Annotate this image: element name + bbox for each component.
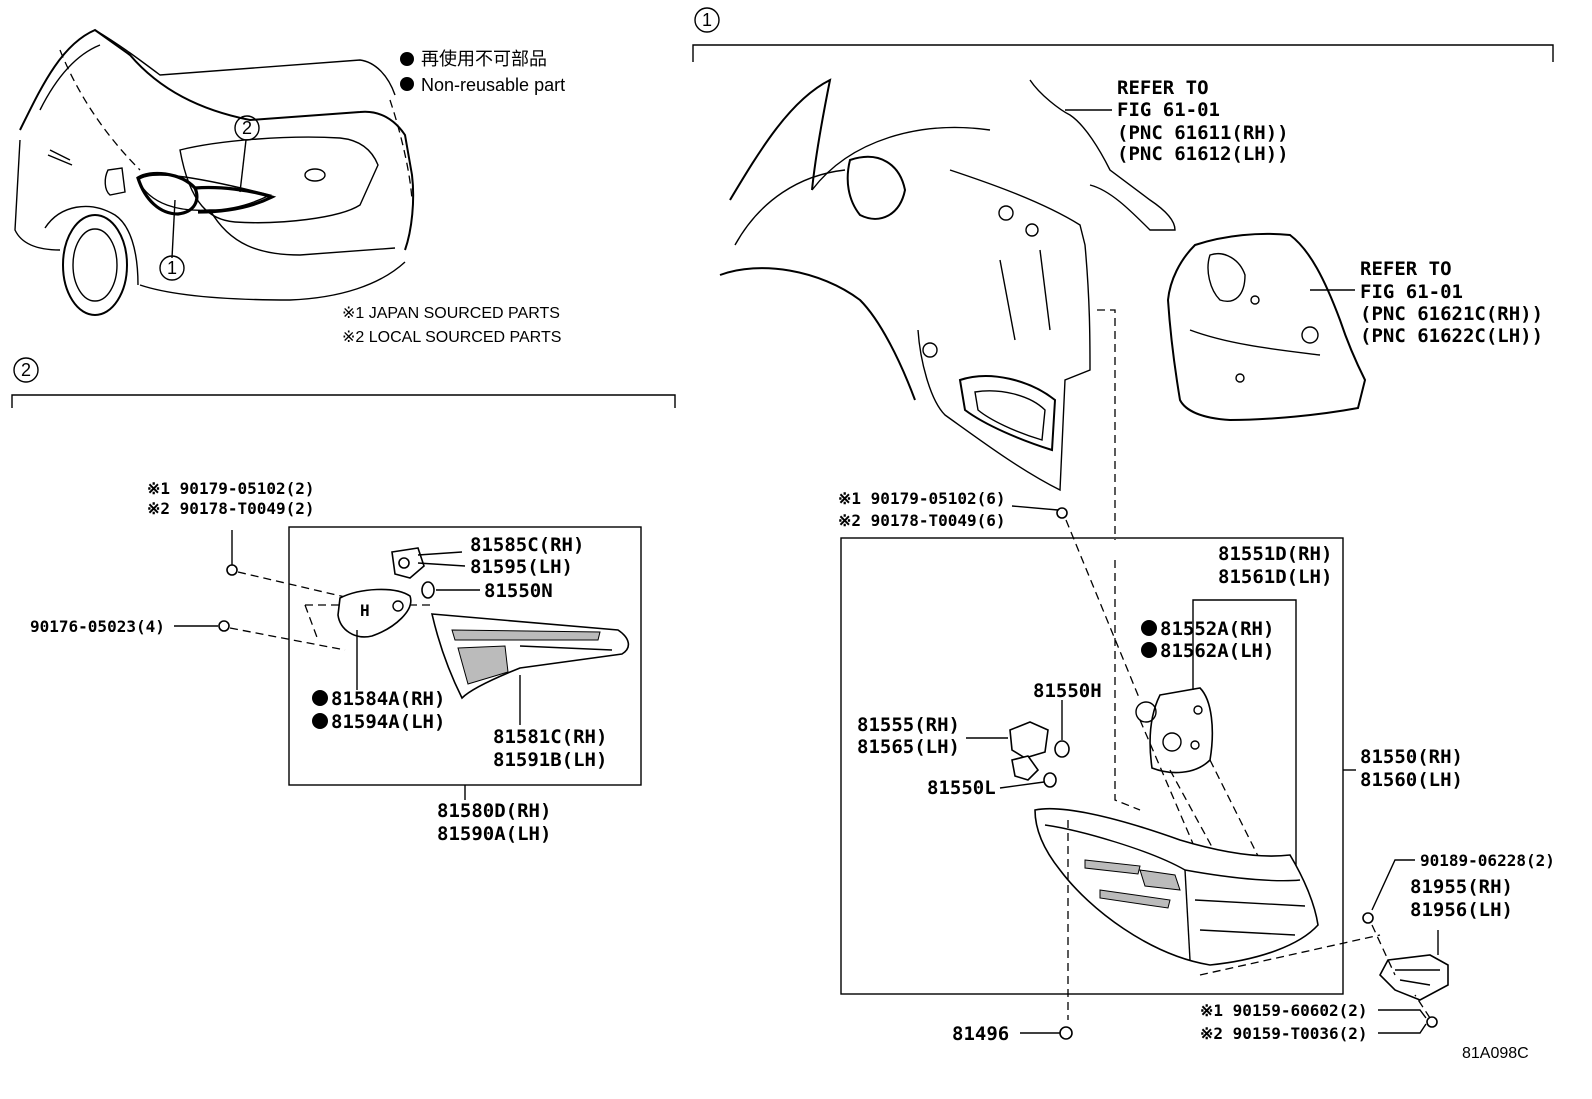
label-bulb: 81550N [484,580,553,602]
label-right-assy-lh: 81560(LH) [1360,769,1463,791]
legend: 再使用不可部品 Non-reusable part ※1 JAPAN SOURC… [342,49,565,346]
left-socket [391,547,466,579]
label-right-gasket-lh: 81562A(LH) [1160,640,1274,662]
label-bolt-local: ※2 90178-T0049(2) [147,499,315,518]
label-gasket-lh: 81594A(LH) [331,711,445,733]
legend-local-sourced: ※2 LOCAL SOURCED PARTS [342,329,561,346]
svg-text:(PNC 61621C(RH)): (PNC 61621C(RH)) [1360,303,1543,325]
right-lens [1034,807,1319,966]
legend-japan-sourced: ※1 JAPAN SOURCED PARTS [342,305,560,322]
right-socket [966,721,1049,781]
outer-lamp-assembly-box [840,537,1344,995]
left-bolt [226,530,346,598]
label-right-lens-rh: 81551D(RH) [1218,543,1332,565]
svg-text:FIG 61-01: FIG 61-01 [1360,281,1463,303]
label-right-socket-rh: 81555(RH) [857,714,960,736]
legend-non-reusable-jp: 再使用不可部品 [421,49,547,69]
section-2-header: 2 [11,357,676,408]
bullet-icon [400,77,414,91]
svg-text:FIG 61-01: FIG 61-01 [1117,99,1220,121]
label-lens-lh: 81591B(LH) [493,749,607,771]
label-right-clip: 81496 [952,1023,1009,1045]
section-1-header: 1 [692,7,1554,62]
right-bulb-h [1054,700,1070,758]
label-nut: 90176-05023(4) [30,617,165,636]
label-right-screw: 90189-06228(2) [1420,851,1555,870]
label-socket-rh: 81585C(RH) [470,534,584,556]
label-right-gasket-rh: 81552A(RH) [1160,618,1274,640]
svg-text:1: 1 [702,10,712,30]
bullet-icon [312,713,328,729]
bullet-icon [1141,620,1157,636]
refer-upper: REFER TO FIG 61-01 (PNC 61611(RH)) (PNC … [1065,77,1289,165]
right-gasket [1135,655,1214,774]
left-gasket: H [304,588,430,690]
label-socket-lh: 81595(LH) [470,556,573,578]
svg-text:(PNC 61622C(LH)): (PNC 61622C(LH)) [1360,325,1543,347]
car-overview [14,28,415,316]
inner-panel-cover [1166,232,1367,422]
label-bolt-japan: ※1 90179-05102(2) [147,479,315,498]
label-right-assy-rh: 81550(RH) [1360,746,1463,768]
label-assy-lh: 81590A(LH) [437,823,551,845]
label-right-bracket-rh: 81955(RH) [1410,876,1513,898]
left-bulb [421,581,480,599]
svg-text:2: 2 [21,360,31,380]
label-right-nut-japan: ※1 90159-60602(2) [1200,1001,1368,1020]
label-right-nut-local: ※2 90159-T0036(2) [1200,1024,1368,1043]
bullet-icon [400,52,414,66]
legend-non-reusable-en: Non-reusable part [421,75,565,95]
figure-code: 81A098C [1462,1045,1529,1062]
overview-marker-1: 1 [159,255,185,281]
svg-text:(PNC 61611(RH)): (PNC 61611(RH)) [1117,122,1289,144]
svg-text:REFER TO: REFER TO [1360,258,1452,280]
label-right-bulb-l: 81550L [927,777,996,799]
label-right-lens-lh: 81561D(LH) [1218,566,1332,588]
label-right-socket-lh: 81565(LH) [857,736,960,758]
label-assy-rh: 81580D(RH) [437,800,551,822]
label-right-bolt-local: ※2 90178-T0049(6) [838,511,1006,530]
label-right-bolt-japan: ※1 90179-05102(6) [838,489,1006,508]
bullet-icon [1141,642,1157,658]
right-clip [1020,1026,1073,1040]
bullet-icon [312,690,328,706]
label-gasket-rh: 81584A(RH) [331,688,445,710]
svg-text:2: 2 [242,118,252,138]
overview-marker-2: 2 [234,115,260,141]
refer-lower: REFER TO FIG 61-01 (PNC 61621C(RH)) (PNC… [1310,258,1543,347]
right-bulb-l [999,772,1057,789]
right-bracket [1199,859,1449,1034]
svg-text:(PNC 61612(LH)): (PNC 61612(LH)) [1117,143,1289,165]
svg-text:H: H [360,601,370,620]
svg-text:1: 1 [167,258,177,278]
left-nut [174,620,346,651]
label-lens-rh: 81581C(RH) [493,726,607,748]
right-bolt [1011,505,1141,701]
svg-text:REFER TO: REFER TO [1117,77,1209,99]
left-lens [430,613,630,725]
label-right-bracket-lh: 81956(LH) [1410,899,1513,921]
label-right-bulb-h: 81550H [1033,680,1102,702]
quarter-panel [719,78,1176,811]
